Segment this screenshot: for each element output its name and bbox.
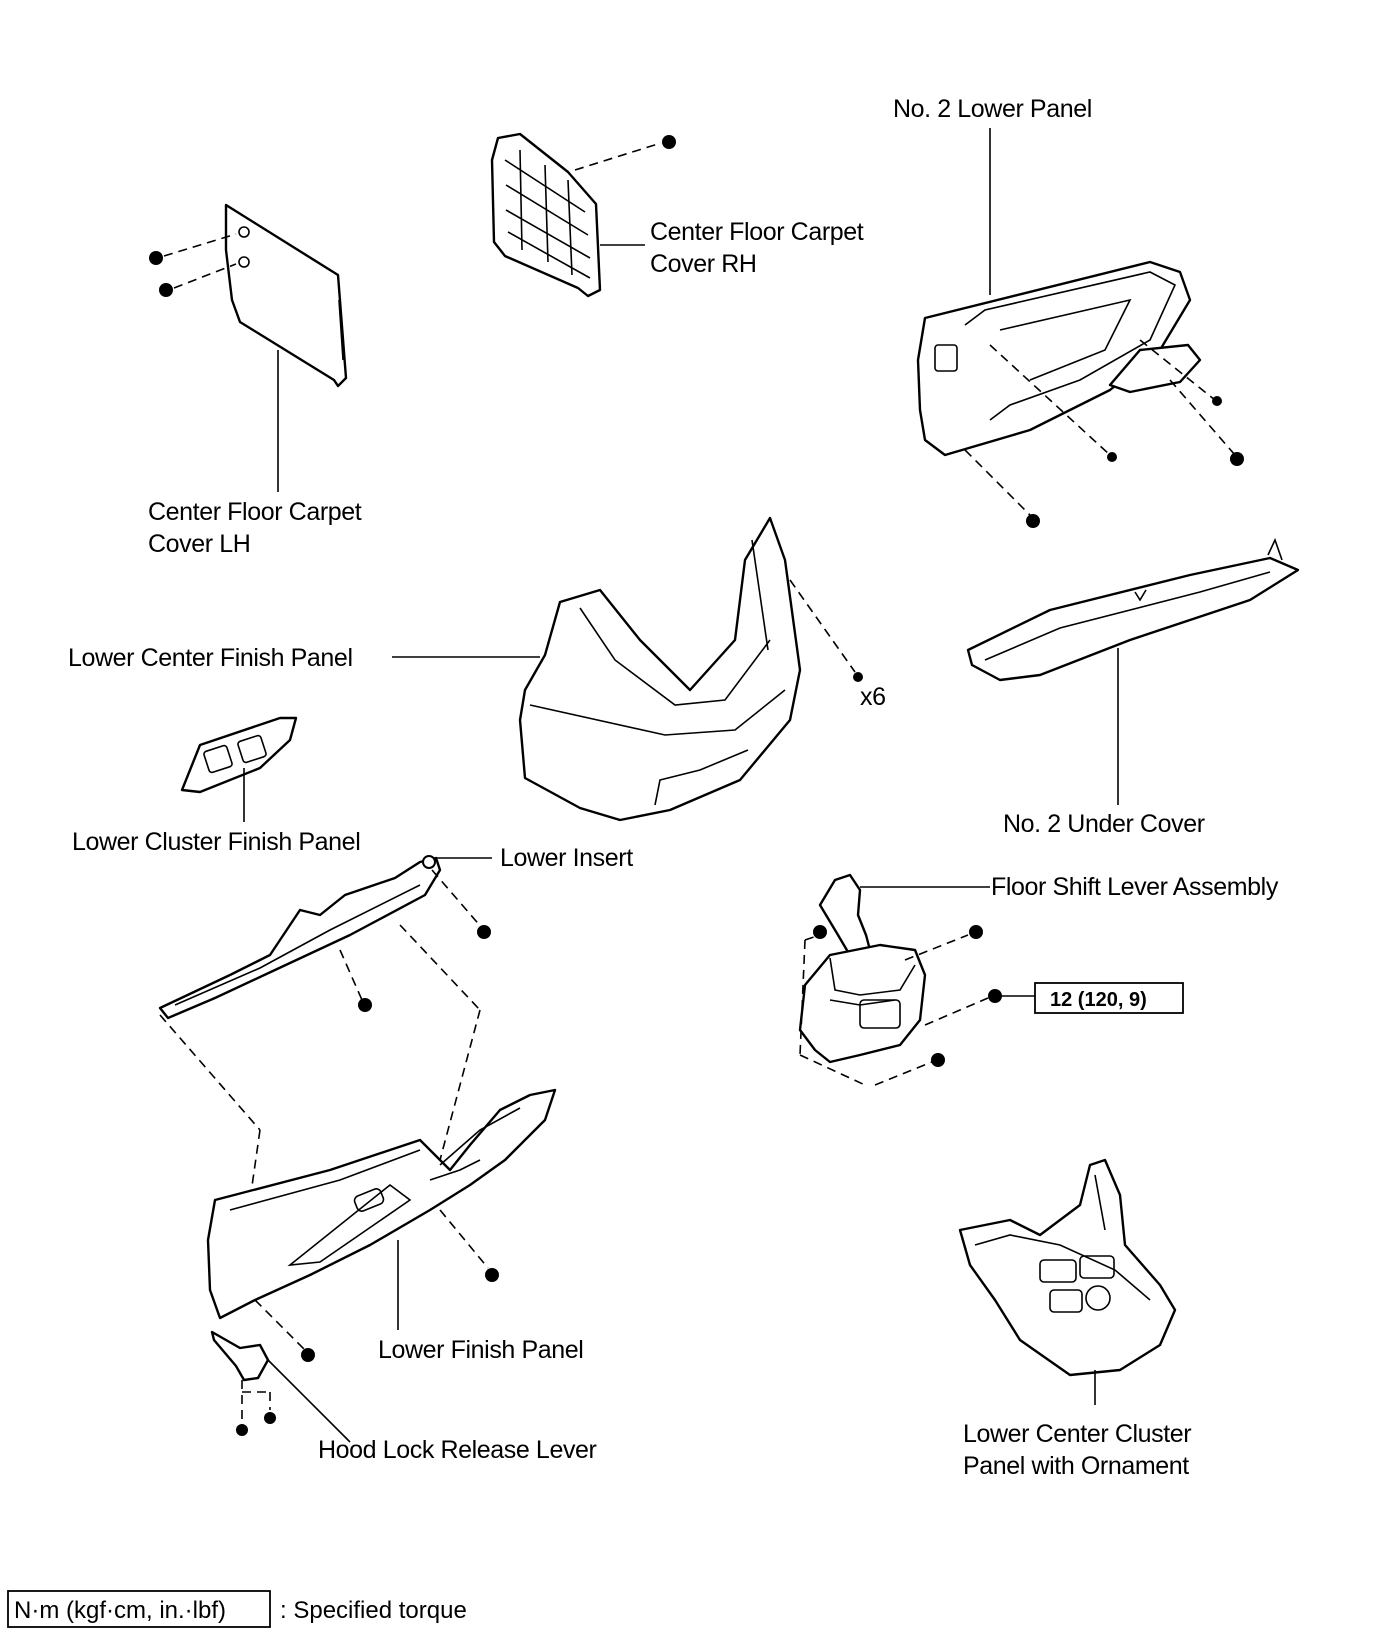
lower-finish-panel-label: Lower Finish Panel	[378, 1336, 583, 1364]
cfcc-rh-label-line1: Center Floor Carpet	[650, 218, 864, 246]
lower-center-finish-panel-part	[518, 516, 863, 822]
dash-connector	[159, 1014, 261, 1131]
lower-cluster-finish-panel-label: Lower Cluster Finish Panel	[72, 828, 360, 856]
floor-shift-lever-label: Floor Shift Lever Assembly	[991, 873, 1279, 901]
no2-under-cover-part	[966, 537, 1300, 682]
cfcc-lh-label-line1: Center Floor Carpet	[148, 498, 362, 526]
hood-lock-release-lever-label: Hood Lock Release Lever	[318, 1436, 597, 1464]
legend-description: : Specified torque	[280, 1597, 467, 1624]
center-floor-carpet-cover-lh-part	[149, 203, 348, 388]
lower-insert-part	[158, 855, 491, 1020]
floor-shift-lever-assembly-part	[798, 873, 1002, 1086]
lccp-label-line1: Lower Center Cluster	[963, 1420, 1191, 1448]
hood-lock-leader	[267, 1359, 351, 1443]
torque-legend: N·m (kgf·cm, in.·lbf) : Specified torque	[7, 1590, 467, 1628]
lower-cluster-finish-panel-part	[180, 716, 298, 794]
no2-under-cover-label: No. 2 Under Cover	[1003, 810, 1205, 838]
fastener-count-label: x6	[860, 683, 886, 711]
no2-lower-panel-part	[916, 260, 1244, 528]
no2-lower-panel-label: No. 2 Lower Panel	[893, 95, 1092, 123]
lower-center-cluster-panel-part	[958, 1158, 1177, 1377]
center-floor-carpet-cover-rh-part	[490, 132, 676, 298]
lower-finish-panel-part	[206, 1088, 557, 1362]
legend-unit-text: N·m (kgf·cm, in.·lbf)	[14, 1597, 226, 1624]
cfcc-lh-label-line2: Cover LH	[148, 530, 250, 558]
torque-spec-value: 12 (120, 9)	[1050, 989, 1147, 1011]
cfcc-rh-label-line2: Cover RH	[650, 250, 757, 278]
lower-insert-label: Lower Insert	[500, 844, 633, 872]
torque-spec-box	[1034, 982, 1184, 1014]
hood-lock-release-lever-part	[210, 1330, 276, 1436]
legend-unit-box	[7, 1590, 271, 1628]
lower-center-finish-panel-label: Lower Center Finish Panel	[68, 644, 353, 672]
lccp-label-line2: Panel with Ornament	[963, 1452, 1189, 1480]
